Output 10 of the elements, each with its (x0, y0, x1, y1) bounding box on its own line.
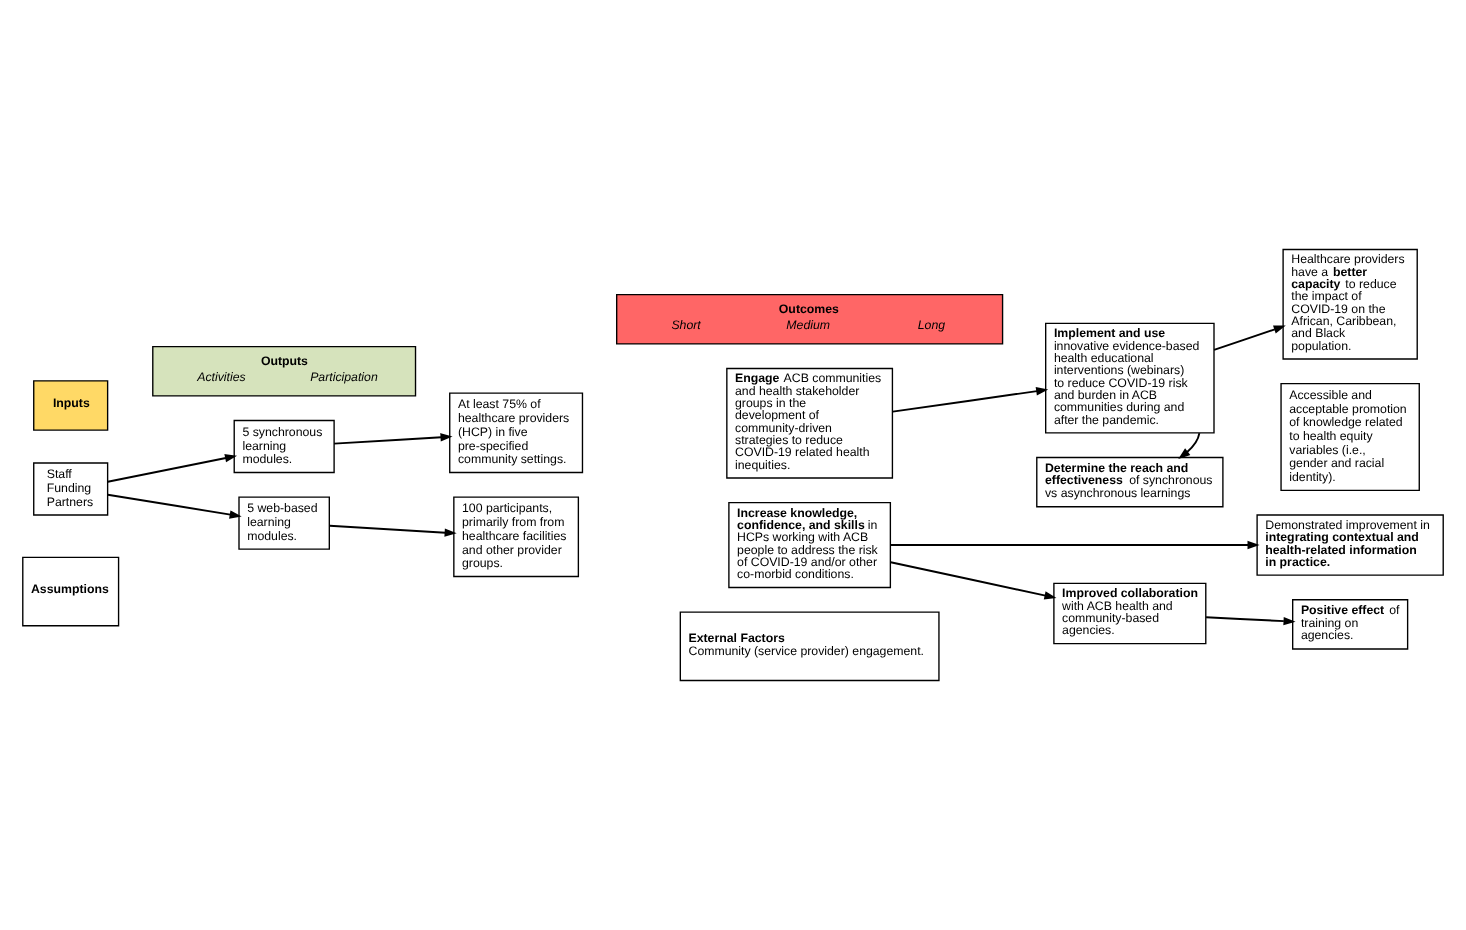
arrow (106, 493, 242, 519)
arrow (1213, 325, 1286, 351)
arrow (106, 453, 238, 483)
arrow (328, 524, 457, 537)
arrow (333, 433, 453, 445)
arrow (889, 561, 1057, 600)
arrow (891, 387, 1049, 413)
arrow (889, 540, 1260, 550)
arrow (1205, 616, 1296, 626)
arrow (1178, 432, 1201, 460)
